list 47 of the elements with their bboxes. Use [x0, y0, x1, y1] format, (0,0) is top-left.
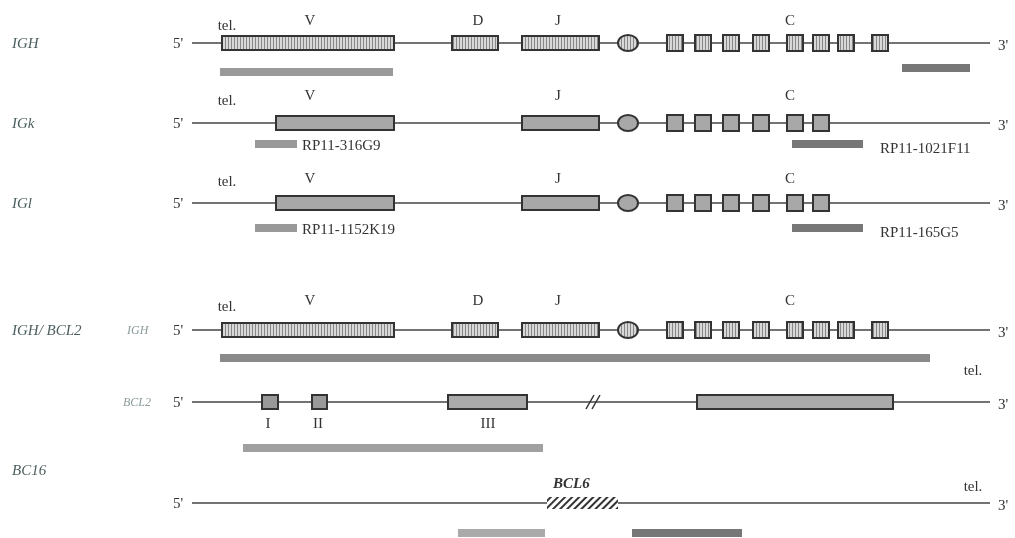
region-label: 5' — [172, 195, 184, 211]
region-label: tel. — [217, 298, 237, 314]
gene-name: BCL6 — [553, 475, 590, 491]
region-label: 5' — [172, 322, 184, 338]
region-label: J — [555, 87, 561, 103]
region-label: V — [304, 292, 316, 308]
region-label: 3' — [997, 197, 1009, 213]
region-label: tel. — [217, 173, 237, 189]
region-label: C — [785, 292, 795, 308]
region-label: III — [480, 415, 496, 431]
gene-name: IGl — [12, 195, 32, 211]
region-label: 3' — [997, 37, 1009, 53]
gene-name: BCL2 — [123, 396, 151, 408]
region-label: C — [785, 87, 795, 103]
gene-name: BC16 — [12, 462, 47, 478]
region-label: D — [472, 12, 484, 28]
probe-label: RP11-1152K19 — [302, 221, 396, 237]
probe-label: RP11-165G5 — [880, 224, 959, 240]
region-label: tel. — [963, 362, 983, 378]
gene-name: IGH — [127, 324, 149, 336]
region-label: 3' — [997, 324, 1009, 340]
region-label: 3' — [997, 396, 1009, 412]
region-label: V — [304, 12, 316, 28]
region-label: II — [313, 415, 323, 431]
region-label: 3' — [997, 117, 1009, 133]
gene-name: IGH — [12, 35, 39, 51]
region-label: J — [555, 170, 561, 186]
region-label: I — [265, 415, 271, 431]
region-label: 5' — [172, 495, 184, 511]
region-label: V — [304, 87, 316, 103]
region-label: C — [785, 170, 795, 186]
region-label: V — [304, 170, 316, 186]
probe-label: RP11-1021F11 — [880, 140, 971, 156]
gene-name: IGk — [12, 115, 35, 131]
region-label: 5' — [172, 394, 184, 410]
gene-name: IGH/ BCL2 — [12, 322, 82, 338]
region-label: 5' — [172, 115, 184, 131]
region-label: tel. — [217, 92, 237, 108]
region-label: tel. — [963, 478, 983, 494]
probe-label: RP11-316G9 — [302, 137, 381, 153]
region-label: 3' — [997, 497, 1009, 513]
region-label: D — [472, 292, 484, 308]
region-label: J — [555, 12, 561, 28]
region-label: tel. — [217, 17, 237, 33]
region-label: C — [785, 12, 795, 28]
region-label: J — [555, 292, 561, 308]
region-label: 5' — [172, 35, 184, 51]
